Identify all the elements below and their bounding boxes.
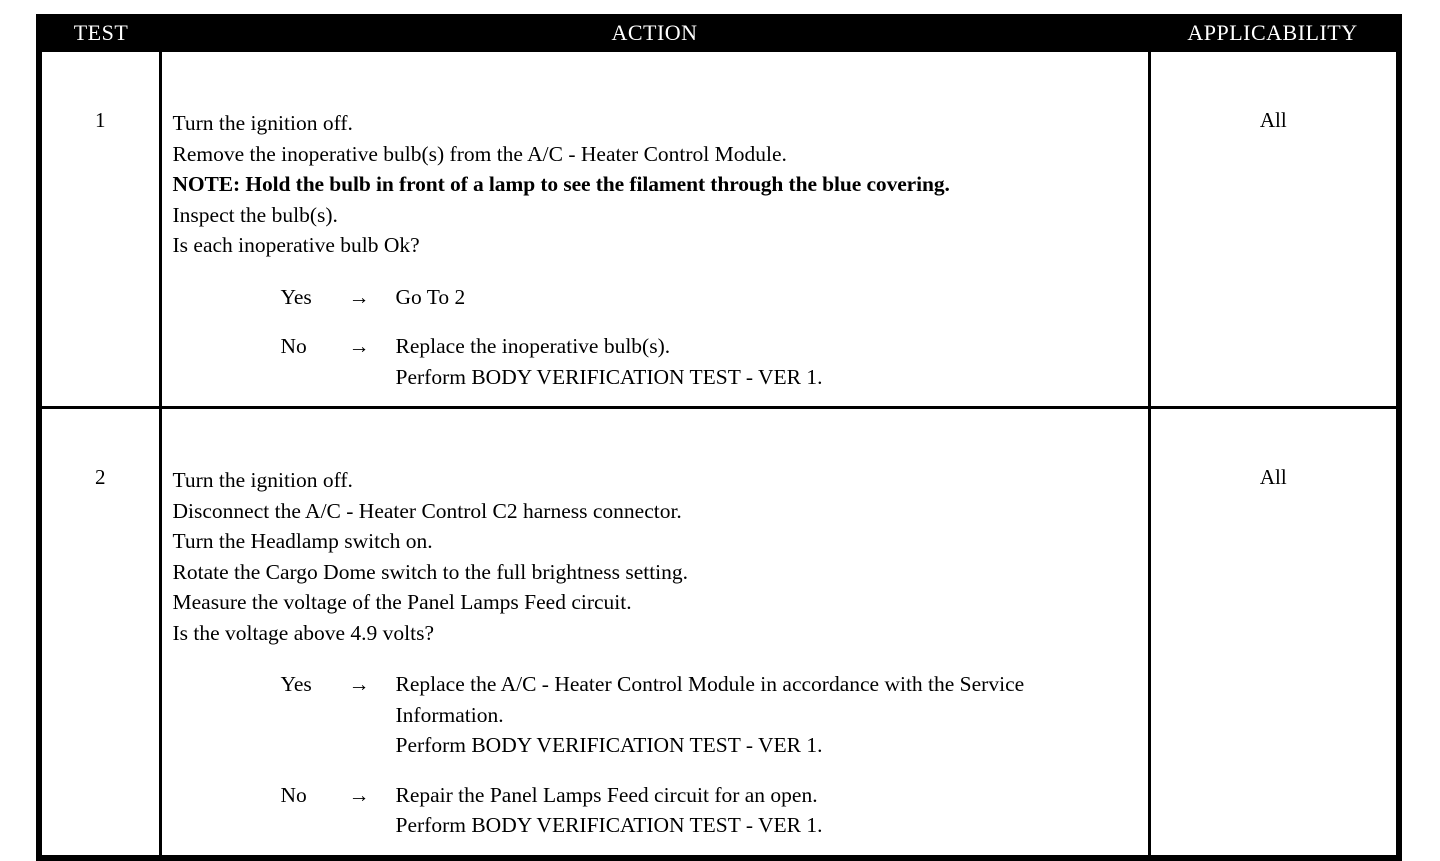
action-step: Disconnect the A/C - Heater Control C2 h… — [172, 498, 682, 523]
branch-body-no: Replace the inoperative bulb(s). Perform… — [396, 331, 1134, 392]
test-number-cell: 2 — [39, 406, 162, 858]
branch-label-no: No — [280, 782, 307, 807]
column-header-action: ACTION — [160, 14, 1149, 52]
table-header-row: TEST ACTION APPLICABILITY — [39, 14, 1399, 52]
column-header-test-label: TEST — [73, 20, 129, 45]
arrow-right-icon: → — [348, 782, 370, 807]
action-step: Inspect the bulb(s). — [172, 202, 338, 227]
action-note: NOTE: Hold the bulb in front of a lamp t… — [172, 172, 950, 196]
column-header-applicability: APPLICABILITY — [1149, 14, 1399, 52]
branch-body-no: Repair the Panel Lamps Feed circuit for … — [396, 780, 1134, 841]
applicability-cell: All — [1149, 406, 1399, 858]
branch-line: Perform BODY VERIFICATION TEST - VER 1. — [395, 364, 823, 389]
branch-line: Replace the A/C - Heater Control Module … — [395, 672, 1025, 727]
applicability-value: All — [1259, 108, 1287, 132]
diagnostic-procedure-table: TEST ACTION APPLICABILITY 1 Turn the ign… — [36, 14, 1402, 861]
table-header: TEST ACTION APPLICABILITY — [39, 14, 1399, 52]
branch-line: Perform BODY VERIFICATION TEST - VER 1. — [395, 813, 823, 837]
applicability-value: All — [1259, 465, 1287, 489]
branch-line: Go To 2 — [395, 284, 466, 309]
action-step: Remove the inoperative bulb(s) from the … — [172, 141, 787, 166]
test-number-cell: 1 — [39, 52, 162, 408]
action-cell: Turn the ignition off. Disconnect the A/… — [160, 406, 1151, 858]
action-step: Is the voltage above 4.9 volts? — [172, 620, 435, 645]
action-step: Measure the voltage of the Panel Lamps F… — [172, 590, 632, 614]
branch-yes: Yes → Go To 2 — [173, 282, 1134, 313]
branch-label-yes: Yes — [280, 284, 312, 309]
action-step: Turn the ignition off. — [172, 111, 353, 135]
branch-label-yes: Yes — [280, 672, 312, 696]
action-step: Turn the ignition off. — [172, 468, 353, 492]
arrow-right-icon: → — [348, 284, 370, 309]
table-row: 2 Turn the ignition off. Disconnect the … — [39, 406, 1399, 858]
column-header-applicability-label: APPLICABILITY — [1187, 20, 1358, 45]
column-header-test: TEST — [39, 14, 160, 52]
applicability-cell: All — [1149, 52, 1399, 408]
arrow-right-icon: → — [348, 334, 370, 358]
branch-body-yes: Replace the A/C - Heater Control Module … — [396, 669, 1134, 761]
branch-no: No → Repair the Panel Lamps Feed circuit… — [173, 780, 1134, 841]
branch-yes: Yes → Replace the A/C - Heater Control M… — [173, 669, 1134, 761]
branch-line: Replace the inoperative bulb(s). — [395, 334, 671, 358]
branch-body-yes: Go To 2 — [396, 282, 1134, 313]
action-step: Turn the Headlamp switch on. — [172, 529, 433, 553]
action-step: Is each inoperative bulb Ok? — [172, 233, 420, 257]
test-number: 2 — [95, 465, 106, 489]
branch-no: No → Replace the inoperative bulb(s). Pe… — [173, 331, 1134, 392]
branch-label-no: No — [280, 334, 307, 358]
column-header-action-label: ACTION — [611, 20, 698, 45]
table-row: 1 Turn the ignition off. Remove the inop… — [39, 52, 1399, 408]
arrow-right-icon: → — [348, 672, 370, 696]
branch-line: Repair the Panel Lamps Feed circuit for … — [395, 782, 818, 807]
action-cell: Turn the ignition off. Remove the inoper… — [160, 52, 1151, 408]
branch-line: Perform BODY VERIFICATION TEST - VER 1. — [395, 733, 823, 757]
test-number: 1 — [95, 108, 106, 132]
action-step: Rotate the Cargo Dome switch to the full… — [172, 559, 689, 584]
table-body: 1 Turn the ignition off. Remove the inop… — [39, 52, 1399, 858]
